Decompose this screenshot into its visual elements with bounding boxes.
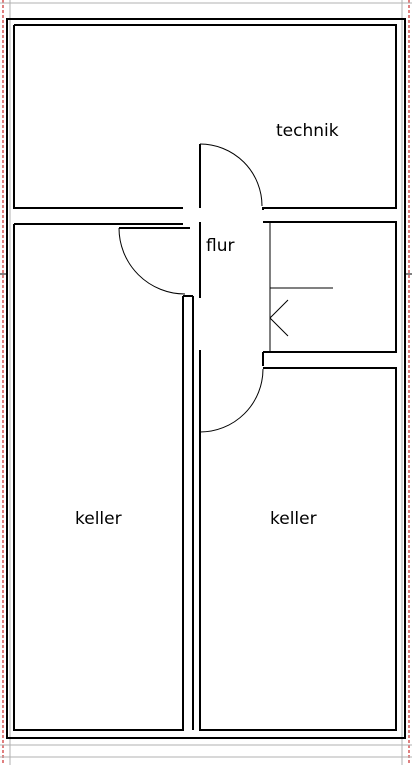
label-keller-right: keller bbox=[270, 509, 317, 529]
room-flur bbox=[199, 221, 397, 440]
stairs-symbol bbox=[269, 287, 333, 337]
room-keller-left bbox=[13, 223, 194, 731]
label-keller-left: keller bbox=[75, 509, 122, 529]
door-swing-left-keller bbox=[118, 227, 186, 295]
outer-walls bbox=[6, 18, 406, 739]
door-swing-technik bbox=[199, 143, 263, 207]
room-keller-right bbox=[199, 367, 397, 731]
label-flur: flur bbox=[206, 236, 234, 256]
room-technik bbox=[13, 24, 397, 210]
label-technik: technik bbox=[276, 121, 339, 141]
door-swing-right-keller bbox=[199, 368, 264, 433]
